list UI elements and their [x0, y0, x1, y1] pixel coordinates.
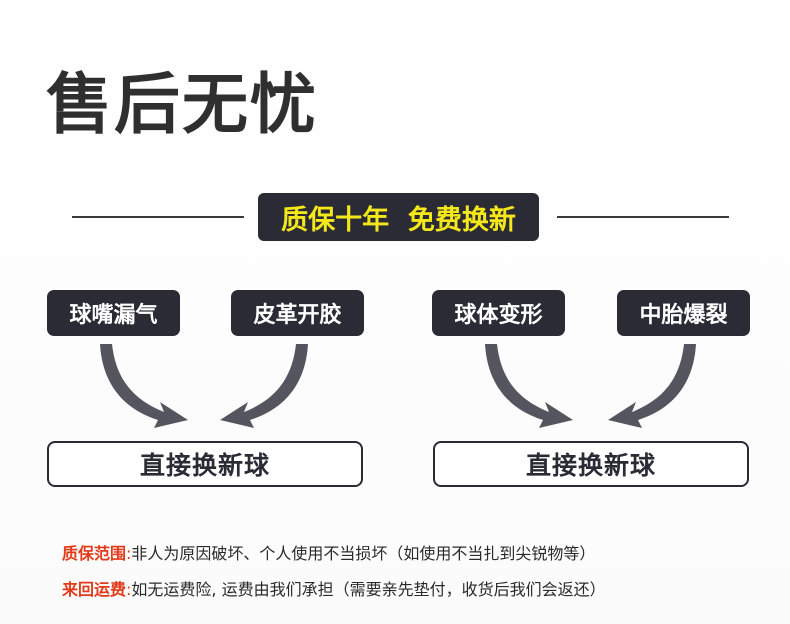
warranty-scope-note: 质保范围:非人为原因破坏、个人使用不当损坏（如使用不当扎到尖锐物等）	[62, 540, 595, 564]
curved-arrow-icon	[608, 344, 696, 428]
warranty-banner: 质保十年 免费换新	[258, 193, 539, 241]
note-text: 非人为原因破坏、个人使用不当损坏（如使用不当扎到尖锐物等）	[131, 544, 596, 563]
curved-arrow-icon	[100, 344, 188, 428]
issue-tag-bladder-burst: 中胎爆裂	[617, 290, 750, 336]
page-title: 售后无忧	[46, 66, 318, 143]
issue-tag-valve-leak: 球嘴漏气	[47, 290, 180, 336]
note-label: 质保范围	[62, 544, 127, 563]
curved-arrow-icon	[220, 344, 308, 428]
note-text: 如无运费险, 运费由我们承担（需要亲先垫付，收货后我们会返还）	[131, 580, 606, 599]
issue-tag-leather-peel: 皮革开胶	[231, 290, 364, 336]
result-box-new-ball-left: 直接换新球	[47, 441, 363, 487]
note-label: 来回运费	[62, 580, 127, 599]
result-box-new-ball-right: 直接换新球	[433, 441, 749, 487]
note-separator: :	[126, 544, 132, 563]
curved-arrow-icon	[485, 344, 573, 428]
banner-divider-right	[557, 216, 729, 218]
issue-tag-deformation: 球体变形	[432, 290, 565, 336]
shipping-fee-note: 来回运费:如无运费险, 运费由我们承担（需要亲先垫付，收货后我们会返还）	[62, 576, 606, 600]
banner-divider-left	[72, 216, 244, 218]
note-separator: :	[126, 580, 132, 599]
